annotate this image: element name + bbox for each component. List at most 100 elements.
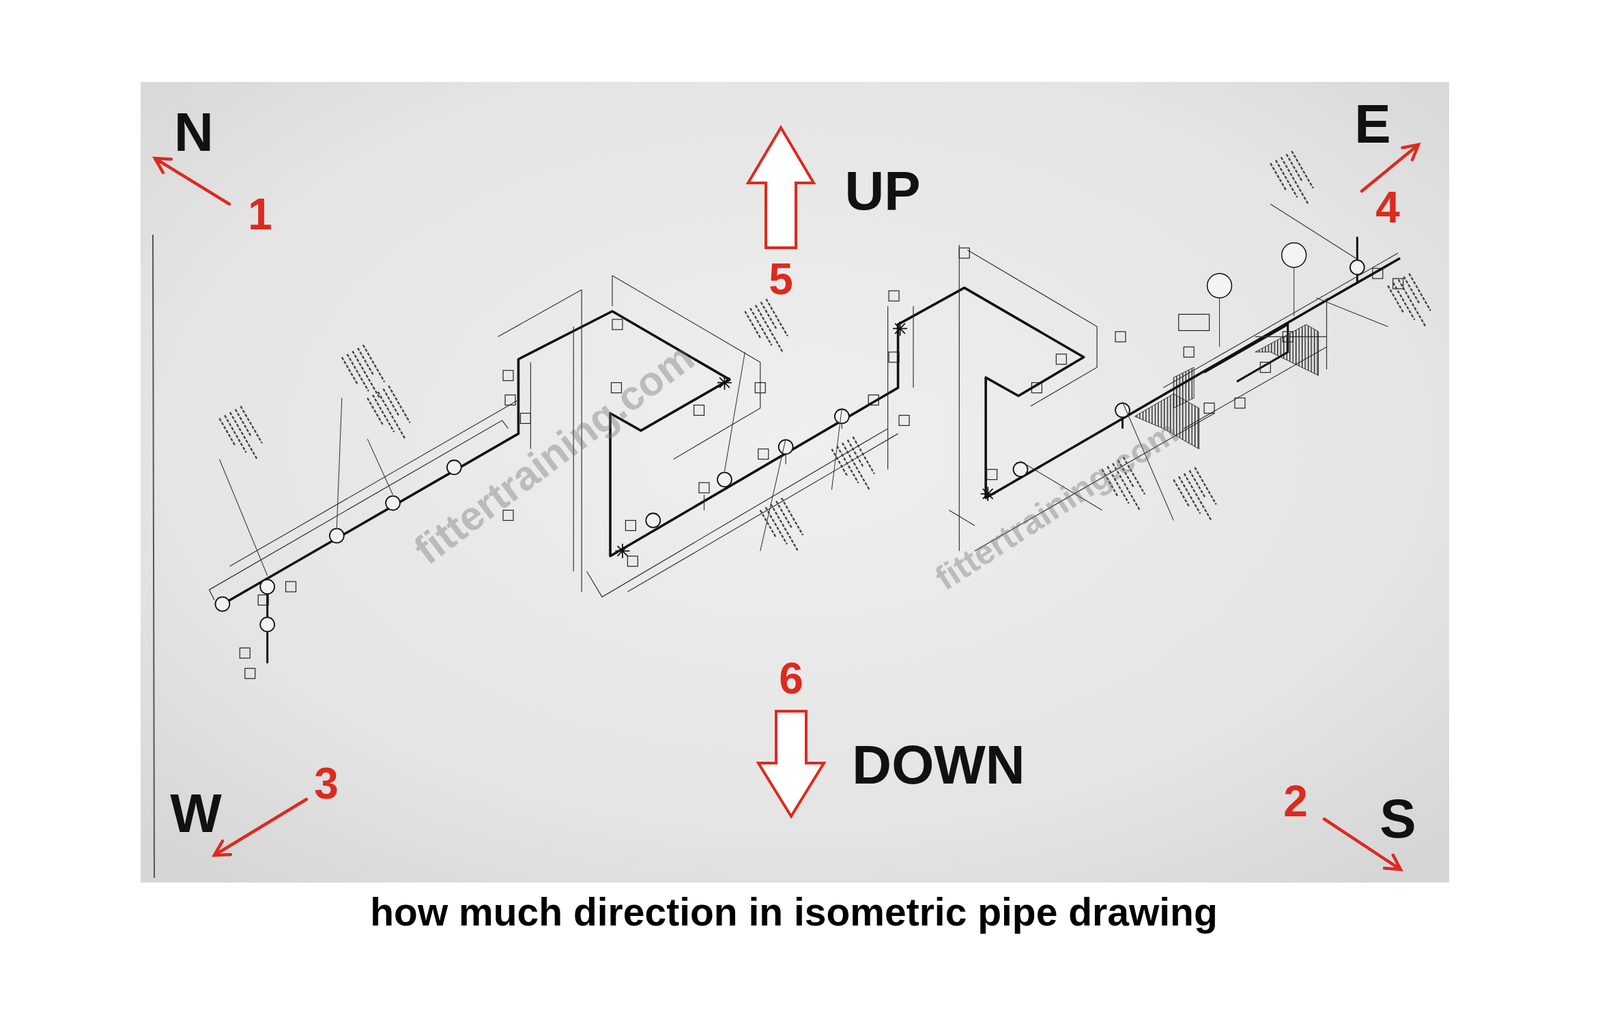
weld-mark (894, 323, 906, 334)
callout-scribble (831, 436, 880, 497)
valve-symbol (260, 579, 275, 594)
callout-number: 6 (778, 656, 804, 701)
item-tag (959, 247, 970, 259)
instrument-bubble (1281, 243, 1307, 268)
callout-scribble (1270, 150, 1319, 211)
compass-letter: UP (844, 163, 921, 219)
item-tag (520, 412, 531, 424)
block-arrow (758, 711, 824, 817)
callout-scribble (1173, 467, 1222, 528)
leader-line (336, 397, 342, 528)
compass-letter: N (174, 105, 214, 160)
item-tag (754, 382, 766, 394)
callout-number: 5 (768, 257, 794, 302)
item-tag (1372, 268, 1383, 279)
dimension-line (1326, 298, 1327, 370)
dimension-line (1163, 253, 1398, 388)
weld-mark (982, 488, 994, 499)
dimension-line (887, 306, 889, 470)
item-tag (245, 668, 256, 679)
leader-line (1316, 298, 1389, 327)
item-tag (1031, 382, 1042, 394)
item-tag (694, 405, 705, 416)
dimension-line (1030, 326, 1097, 407)
paper-edge (152, 234, 155, 878)
item-tag (898, 415, 910, 426)
dimension-line (502, 420, 509, 429)
item-tag (625, 520, 636, 531)
compass-letter: E (1354, 96, 1391, 152)
weld-mark (617, 546, 628, 557)
block-arrow (748, 127, 814, 248)
caption: how much direction in isometric pipe dra… (369, 892, 1218, 932)
leader-line (1293, 267, 1295, 317)
item-tag (1204, 403, 1215, 414)
dimension-line (530, 362, 532, 450)
dimension-line (498, 290, 583, 338)
item-tag (1282, 331, 1293, 342)
item-tag (888, 352, 899, 363)
dimension-line (627, 433, 898, 592)
item-tag (758, 449, 769, 460)
weld-mark (719, 377, 730, 388)
leader-line (724, 352, 745, 472)
item-tag (698, 482, 710, 493)
valve-symbol (1115, 403, 1130, 418)
callout-scribble (367, 385, 416, 446)
leader-line (219, 459, 267, 576)
callout-scribble (219, 406, 268, 467)
leader-line (831, 408, 842, 491)
photo-ground (140, 81, 1450, 883)
dimension-line (229, 400, 519, 567)
callout-scribble (1387, 273, 1437, 334)
item-tag (1055, 354, 1067, 365)
item-tag (987, 469, 998, 480)
dimension-line (208, 589, 214, 600)
callout-number: 1 (247, 192, 273, 237)
callout-scribble (341, 344, 391, 405)
callout-scribble (744, 298, 794, 360)
item-tag (1234, 397, 1246, 409)
instrument-bubble (1207, 273, 1233, 299)
isometric-pipe (208, 150, 1437, 679)
compass-letter: DOWN (851, 737, 1025, 793)
item-tag (286, 581, 297, 592)
item-tag (1260, 362, 1271, 373)
valve-symbol (385, 496, 400, 511)
leader-line (1219, 298, 1220, 348)
item-tag (868, 395, 879, 406)
leader-line (367, 438, 393, 495)
spec-box (1178, 313, 1210, 331)
item-tag (1115, 331, 1126, 342)
valve-symbol (645, 513, 661, 528)
item-tag (612, 319, 623, 330)
leader-line (760, 438, 786, 551)
item-tag (239, 647, 250, 659)
item-tag (258, 595, 269, 606)
pipe-run (226, 258, 1400, 603)
dimension-line (611, 275, 613, 307)
valve-symbol (215, 597, 230, 612)
compass-letter: W (169, 786, 222, 841)
direction-arrow (214, 799, 307, 856)
valve-symbol (329, 528, 345, 543)
hatched-plane (1255, 324, 1319, 376)
item-tag (627, 556, 638, 567)
callout-number: 2 (1283, 779, 1308, 824)
dimension-line (948, 510, 975, 526)
valve-symbol (778, 439, 794, 454)
callout-number: 4 (1375, 185, 1400, 230)
dimension-line (703, 494, 705, 510)
valve-symbol (447, 460, 462, 475)
valve-symbol (1350, 260, 1365, 275)
item-tag (505, 395, 516, 406)
direction-arrow (1361, 144, 1419, 192)
dimension-line (959, 245, 960, 552)
dimension-line (967, 249, 1097, 327)
direction-arrow (154, 158, 230, 205)
hatched-plane (1173, 367, 1194, 409)
dimension-line (912, 306, 914, 389)
callout-number: 3 (313, 761, 339, 806)
